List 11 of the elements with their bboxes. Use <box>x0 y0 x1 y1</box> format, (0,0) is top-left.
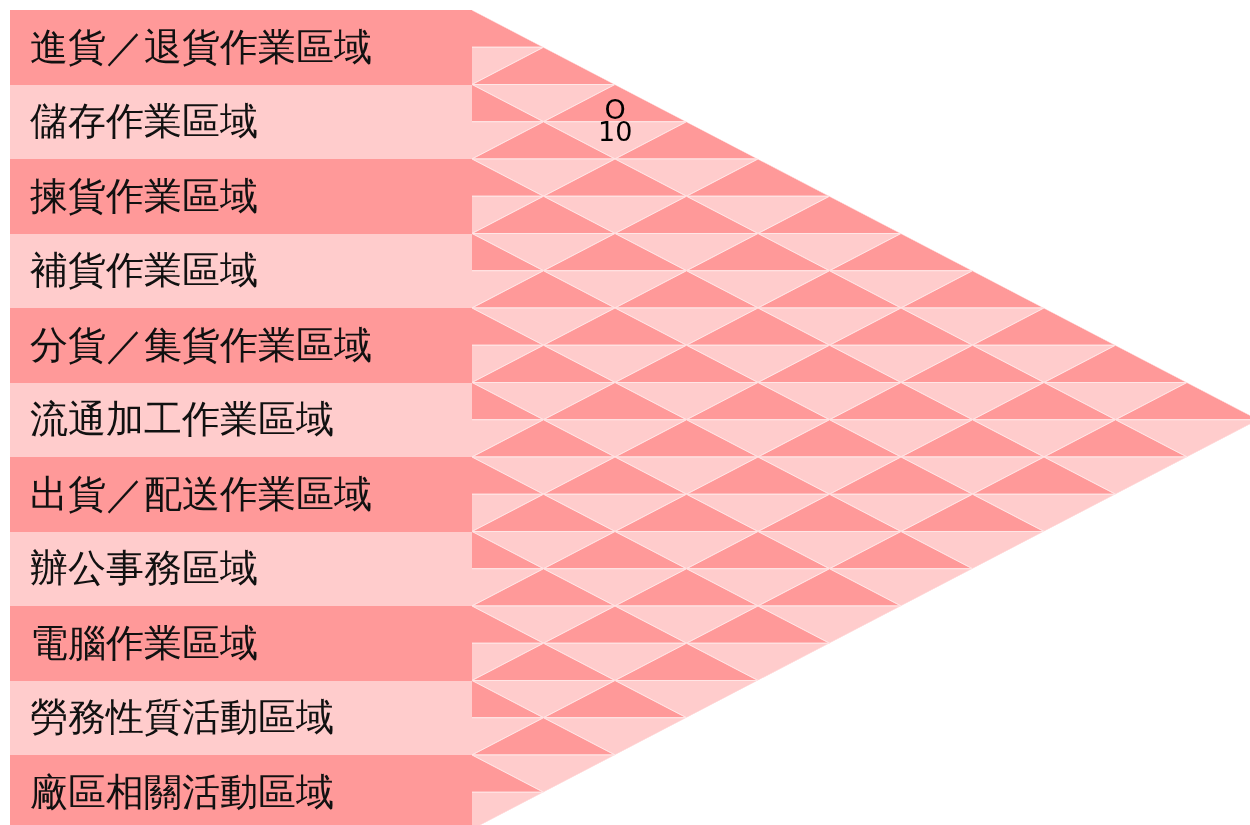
activity-name: 廠區相關活動區域 <box>30 768 334 816</box>
activity-name: 揀貨作業區域 <box>30 172 258 220</box>
activity-name: 勞務性質活動區域 <box>30 694 334 742</box>
activity-name: 電腦作業區域 <box>30 619 258 667</box>
activity-name: 分貨／集貨作業區域 <box>30 321 372 369</box>
activity-name: 儲存作業區域 <box>30 98 258 146</box>
activity-name: 辦公事務區域 <box>30 545 258 593</box>
activity-name: 流通加工作業區域 <box>30 396 334 444</box>
activity-name: 補貨作業區域 <box>30 247 258 295</box>
activity-name: 進貨／退貨作業區域 <box>30 23 372 71</box>
activity-name: 出貨／配送作業區域 <box>30 470 372 518</box>
